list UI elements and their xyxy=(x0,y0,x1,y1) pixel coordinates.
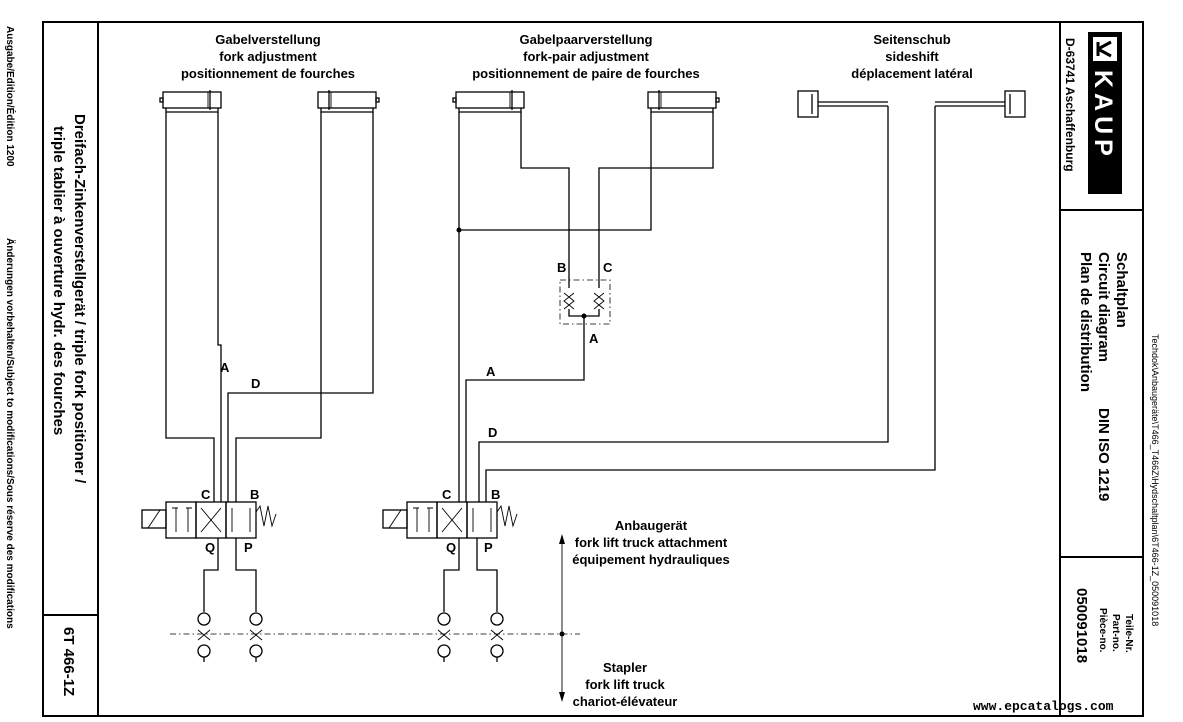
watermark-text: www.epcatalogs.com xyxy=(973,699,1114,714)
flow-divider-valve xyxy=(559,279,611,325)
zone-attachment-label: Anbaugerät fork lift truck attachment éq… xyxy=(572,518,729,567)
part-number: 050091018 xyxy=(1073,588,1090,663)
title-line-1: Dreifach-Zinkenverstellgerät / triple fo… xyxy=(71,114,88,484)
file-path-text: Techdok\Anbaugeräte\T466_T466Z\Hydschalt… xyxy=(1150,334,1160,626)
model-number: 6T 466-1Z xyxy=(60,627,77,696)
cylinder-sideshift-right xyxy=(935,90,1026,118)
quick-couplings xyxy=(197,612,504,662)
directional-valve-1 xyxy=(141,501,277,539)
svg-text:Anbaugerät: Anbaugerät xyxy=(615,518,688,533)
port-label-b-divider: B xyxy=(557,260,566,275)
port-label-a-divider: A xyxy=(589,331,599,346)
cylinder-fork-2 xyxy=(317,90,380,113)
port-label-b2: B xyxy=(491,487,500,502)
edition-text: Ausgabe/Edition/Édition 1200 xyxy=(4,26,17,167)
svg-text:fork lift truck: fork lift truck xyxy=(585,677,665,692)
lines-circuit-1 xyxy=(165,112,374,612)
svg-text:fork lift truck attachment: fork lift truck attachment xyxy=(575,535,728,550)
port-label-d2: D xyxy=(488,425,497,440)
title-en: Circuit diagram xyxy=(1095,252,1112,362)
svg-text:chariot-élévateur: chariot-élévateur xyxy=(573,694,678,709)
port-label-q2: Q xyxy=(446,540,456,555)
port-label-p1: P xyxy=(244,540,253,555)
port-label-c-divider: C xyxy=(603,260,613,275)
part-label-fr: Pièce-no. xyxy=(1097,608,1108,653)
heading-fork-pair-adjustment: Gabelpaarverstellung fork-pair adjustmen… xyxy=(472,32,700,81)
company-address: D-63741 Aschaffenburg xyxy=(1063,38,1077,172)
logo-text: KAUP xyxy=(1089,70,1117,161)
title-line-2: triple tablier à ouverture hydr. des fou… xyxy=(50,126,67,435)
boundary-arrows xyxy=(559,534,565,702)
svg-text:positionnement de fourches: positionnement de fourches xyxy=(181,66,355,81)
port-label-c2: C xyxy=(442,487,452,502)
svg-text:fork adjustment: fork adjustment xyxy=(219,49,317,64)
svg-text:Gabelpaarverstellung: Gabelpaarverstellung xyxy=(520,32,653,47)
svg-text:fork-pair adjustment: fork-pair adjustment xyxy=(523,49,649,64)
title-de: Schaltplan xyxy=(1113,252,1130,328)
svg-text:Gabelverstellung: Gabelverstellung xyxy=(215,32,321,47)
cylinder-pair-1 xyxy=(452,90,525,113)
cylinder-sideshift-left xyxy=(797,90,888,118)
port-label-d1: D xyxy=(251,376,260,391)
standard: DIN ISO 1219 xyxy=(1095,408,1112,501)
part-label-en: Part-no. xyxy=(1110,614,1121,652)
heading-fork-adjustment: Gabelverstellung fork adjustment positio… xyxy=(181,32,355,81)
port-label-p2: P xyxy=(484,540,493,555)
svg-text:déplacement latéral: déplacement latéral xyxy=(851,66,972,81)
cylinder-pair-2 xyxy=(647,90,720,113)
modifications-text: Änderungen vorbehalten/Subject to modifi… xyxy=(4,238,17,629)
port-label-a2: A xyxy=(486,364,496,379)
port-label-c1: C xyxy=(201,487,211,502)
zone-truck-label: Stapler fork lift truck chariot-élévateu… xyxy=(573,660,678,709)
svg-text:sideshift: sideshift xyxy=(885,49,939,64)
title-fr: Plan de distribution xyxy=(1077,252,1094,392)
directional-valve-2 xyxy=(382,501,518,539)
junction-dot xyxy=(456,227,462,233)
port-label-q1: Q xyxy=(205,540,215,555)
cylinder-fork-1 xyxy=(159,90,222,113)
svg-text:équipement hydrauliques: équipement hydrauliques xyxy=(572,552,729,567)
kaup-logo: KAUP xyxy=(1088,32,1122,194)
port-label-a1: A xyxy=(220,360,230,375)
svg-text:Seitenschub: Seitenschub xyxy=(873,32,950,47)
part-label-de: Teile-Nr. xyxy=(1123,614,1134,653)
drawing-frame xyxy=(42,21,1144,717)
lines-circuit-2 xyxy=(443,106,936,612)
svg-text:Stapler: Stapler xyxy=(603,660,647,675)
svg-text:positionnement de paire de fou: positionnement de paire de fourches xyxy=(472,66,700,81)
heading-sideshift: Seitenschub sideshift déplacement latéra… xyxy=(851,32,972,81)
port-label-b1: B xyxy=(250,487,259,502)
